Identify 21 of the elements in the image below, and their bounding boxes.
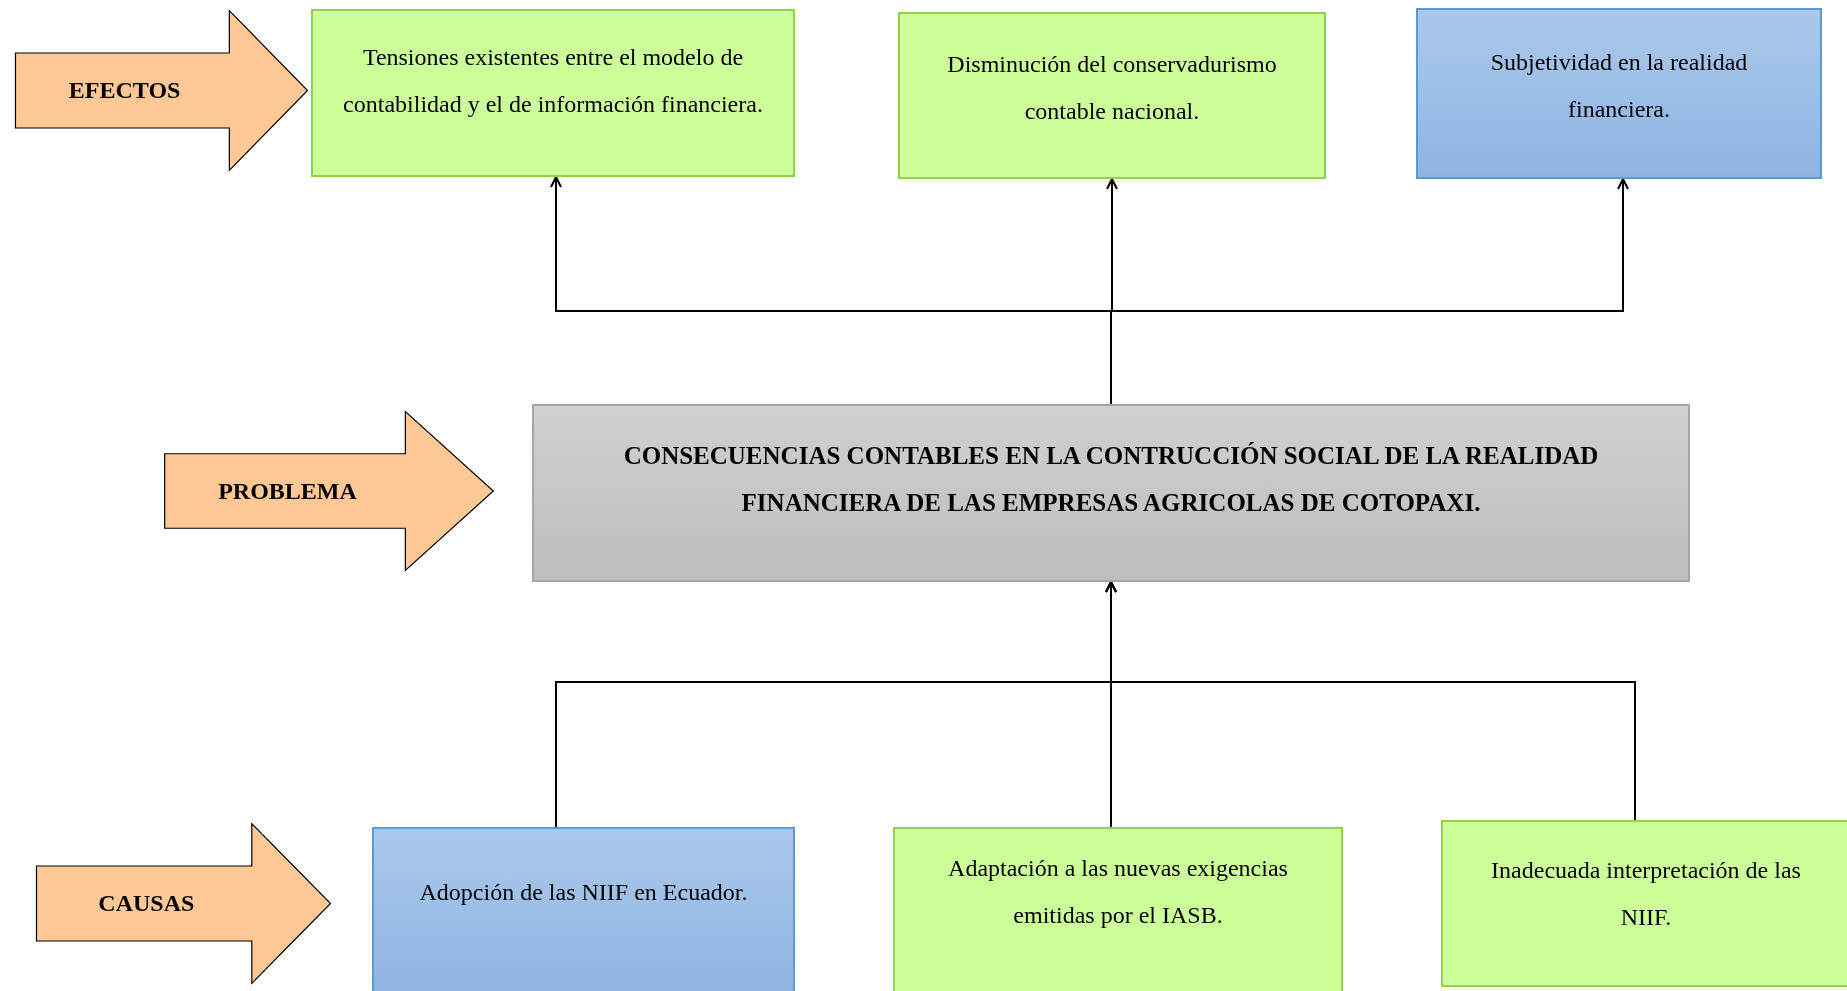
box-text: Tensiones existentes entre el modelo de contabilidad y el de información financiera. [342,43,764,119]
block-arrow [163,410,495,572]
box-text: Inadecuada interpretación de las NIIF. [1490,855,1802,932]
box-text: CONSECUENCIAS CONTABLES EN LA CONTRUCCIÓN SOCIAL DE LA REALIDAD FINANCIERA DE LAS EMPRESAS AGRICOLAS DE COTOPAXI. [622,441,1600,518]
block-arrow [14,9,309,172]
effect-box [898,12,1326,179]
row-label: CAUSAS [97,889,196,918]
effect-box [372,827,795,991]
arrow [1105,581,1636,821]
row-label: PROBLEMA [217,476,358,506]
effect-box [1416,8,1822,179]
block-arrow [35,822,332,985]
effect-box [1441,820,1847,987]
effect-box [311,9,795,177]
row-label: EFECTOS [67,76,182,105]
problem-box [532,404,1690,582]
effect-box [893,827,1343,991]
box-text: Adopción de las NIIF en Ecuador. [418,877,749,907]
box-text: Subjetividad en la realidad financiera. [1489,47,1749,124]
box-text: Adaptación a las nuevas exigencias emitidas por el IASB. [947,854,1289,930]
box-text: Disminución del conservadurismo contable nacional. [946,49,1278,126]
